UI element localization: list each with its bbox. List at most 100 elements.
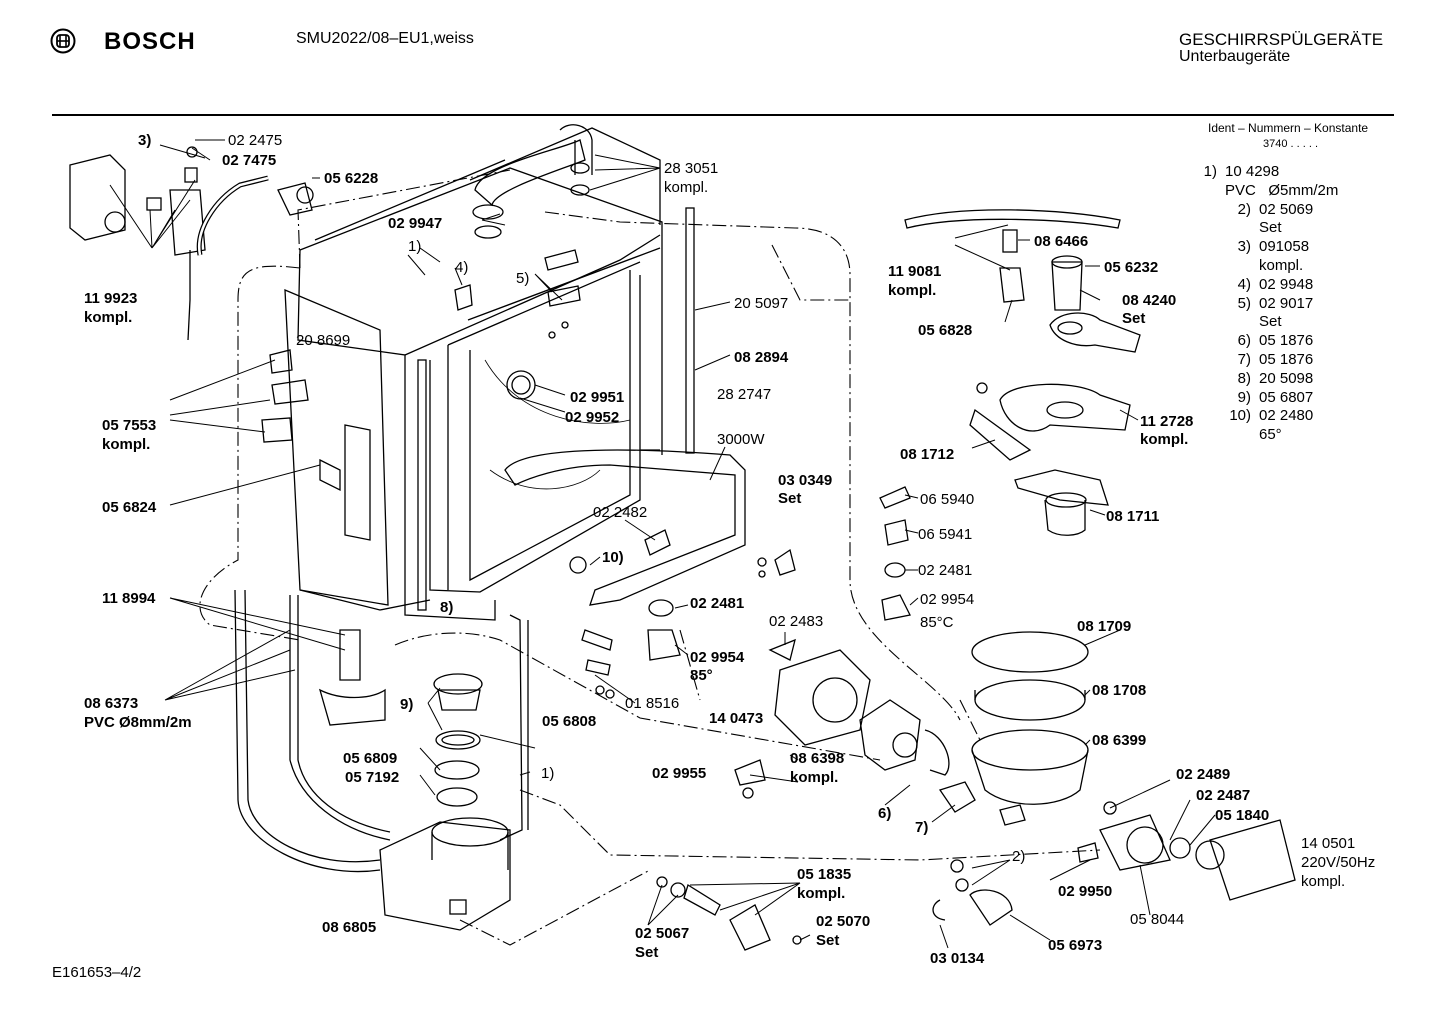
part-label-p029947: 02 9947 xyxy=(388,215,442,232)
part-label-p119081k: kompl. xyxy=(888,282,936,299)
part-label-p029954bd: 85°C xyxy=(920,614,954,631)
part-label-p4: 4) xyxy=(455,259,468,276)
part-label-p029950: 02 9950 xyxy=(1058,883,1112,900)
header-rule xyxy=(52,114,1394,116)
subcategory-title: Unterbaugeräte xyxy=(1179,48,1291,65)
footnote-row: 8) 20 5098 xyxy=(1197,370,1338,389)
part-label-p051835k: kompl. xyxy=(797,885,845,902)
part-label-p056228: 05 6228 xyxy=(324,170,378,187)
part-label-p8: 8) xyxy=(440,599,453,616)
footnote-row: 3)091058 xyxy=(1197,238,1338,257)
footnote-number: 7) xyxy=(1237,350,1251,368)
part-label-p084240s: Set xyxy=(1122,310,1145,327)
part-label-p1b: 1) xyxy=(541,765,554,782)
part-label-p029954a: 02 9954 xyxy=(690,649,745,666)
footnote-value: 65° xyxy=(1259,426,1282,444)
footnote-row: 5)02 9017 xyxy=(1197,295,1338,314)
part-label-p029954b: 02 9954 xyxy=(920,591,974,608)
part-label-p283051k: kompl. xyxy=(664,179,708,196)
part-label-p025070s: Set xyxy=(816,932,839,949)
part-label-p119923k: kompl. xyxy=(84,309,132,326)
part-label-p029954ad: 85° xyxy=(690,667,713,684)
part-label-p029955: 02 9955 xyxy=(652,765,706,782)
footnote-row: Set xyxy=(1197,313,1338,332)
footnote-row: 9)05 6807 xyxy=(1197,389,1338,408)
sensor-parts xyxy=(879,486,911,621)
part-label-p086373: 08 6373 xyxy=(84,695,138,712)
footnote-row: 2)02 5069 xyxy=(1197,201,1338,220)
part-label-p057553: 05 7553 xyxy=(102,417,156,434)
part-label-p022482: 02 2482 xyxy=(593,504,647,521)
part-label-p118994: 11 8994 xyxy=(102,590,156,607)
part-label-p140501: 14 0501 xyxy=(1301,835,1355,852)
footnote-row: Set xyxy=(1197,219,1338,238)
part-label-p205097: 20 5097 xyxy=(734,295,788,312)
footnote-value: 10 4298 xyxy=(1225,163,1280,180)
part-label-p081709: 08 1709 xyxy=(1077,618,1131,635)
drain-pump xyxy=(379,817,511,931)
part-label-p208699: 20 8699 xyxy=(296,332,350,349)
ident-title: Ident – Nummern – Konstante xyxy=(1208,121,1369,135)
part-label-p112728k: kompl. xyxy=(1140,431,1188,448)
footnote-row: 6)05 1876 xyxy=(1197,332,1338,351)
top-pipe xyxy=(474,124,593,207)
part-label-p6: 6) xyxy=(878,805,891,822)
footnote-value: 05 1876 xyxy=(1259,350,1314,368)
document-number: E161653–4/2 xyxy=(52,964,142,981)
part-label-p058044: 05 8044 xyxy=(1130,911,1184,928)
assembly-outline xyxy=(199,169,1101,946)
part-label-p086466: 08 6466 xyxy=(1034,233,1088,250)
part-label-p029952: 02 9952 xyxy=(565,409,619,426)
part-label-p082894: 08 2894 xyxy=(734,349,789,366)
part-label-p282747w: 3000W xyxy=(717,431,765,448)
control-panel xyxy=(284,288,389,606)
part-label-p056809: 05 6809 xyxy=(343,750,397,767)
sump-rings xyxy=(433,673,483,807)
pump-housing xyxy=(971,631,1089,805)
footnote-value: 02 9017 xyxy=(1259,294,1314,312)
inlet-hose xyxy=(187,175,269,341)
part-label-p081708: 08 1708 xyxy=(1092,682,1146,699)
spray-arm xyxy=(904,209,1141,353)
fine-filter xyxy=(969,382,1131,461)
hose-connector xyxy=(277,182,314,216)
part-label-p065940: 06 5940 xyxy=(920,491,974,508)
part-label-p086805: 08 6805 xyxy=(322,919,376,936)
tub-body xyxy=(297,127,663,621)
part-label-p029951: 02 9951 xyxy=(570,389,624,406)
part-label-p282747: 28 2747 xyxy=(717,386,771,403)
part-label-p086399: 08 6399 xyxy=(1092,732,1146,749)
motor-assembly xyxy=(774,649,1026,826)
footnote-number: 9) xyxy=(1237,388,1251,406)
footnote-value: 20 5098 xyxy=(1259,369,1314,387)
part-label-p022481a: 02 2481 xyxy=(690,595,744,612)
part-label-p030349: 03 0349 xyxy=(778,472,832,489)
part-label-p086373p: PVC Ø8mm/2m xyxy=(84,714,192,731)
drain-parts xyxy=(656,876,802,951)
footnote-row: 7) 05 1876 xyxy=(1197,351,1338,370)
part-label-p7: 7) xyxy=(915,819,928,836)
footnote-row: 1)10 4298 xyxy=(1197,163,1338,182)
part-label-p056824: 05 6824 xyxy=(102,499,157,516)
model-number: SMU2022/08–EU1,weiss xyxy=(296,30,474,47)
bosch-logo-icon xyxy=(50,28,76,54)
part-label-p022487: 02 2487 xyxy=(1196,787,1250,804)
part-label-p5: 5) xyxy=(516,270,529,287)
footnote-number: 8) xyxy=(1237,369,1251,387)
part-label-p3: 3) xyxy=(138,132,151,149)
footnote-value: 02 2480 xyxy=(1259,407,1314,425)
footnote-value: 02 9948 xyxy=(1259,275,1314,293)
part-label-p057553k: kompl. xyxy=(102,436,150,453)
part-label-p283051: 28 3051 xyxy=(664,160,718,177)
part-label-p051835: 05 1835 xyxy=(797,866,851,883)
footnote-row: kompl. xyxy=(1197,257,1338,276)
part-label-p140501k: kompl. xyxy=(1301,873,1345,890)
part-label-p119081: 11 9081 xyxy=(888,263,941,280)
part-label-p018516: 01 8516 xyxy=(625,695,679,712)
heating-element xyxy=(504,449,746,606)
footnote-row: 4)02 9948 xyxy=(1197,276,1338,295)
circulation-pump xyxy=(932,801,1296,926)
part-label-p025067s: Set xyxy=(635,944,658,961)
